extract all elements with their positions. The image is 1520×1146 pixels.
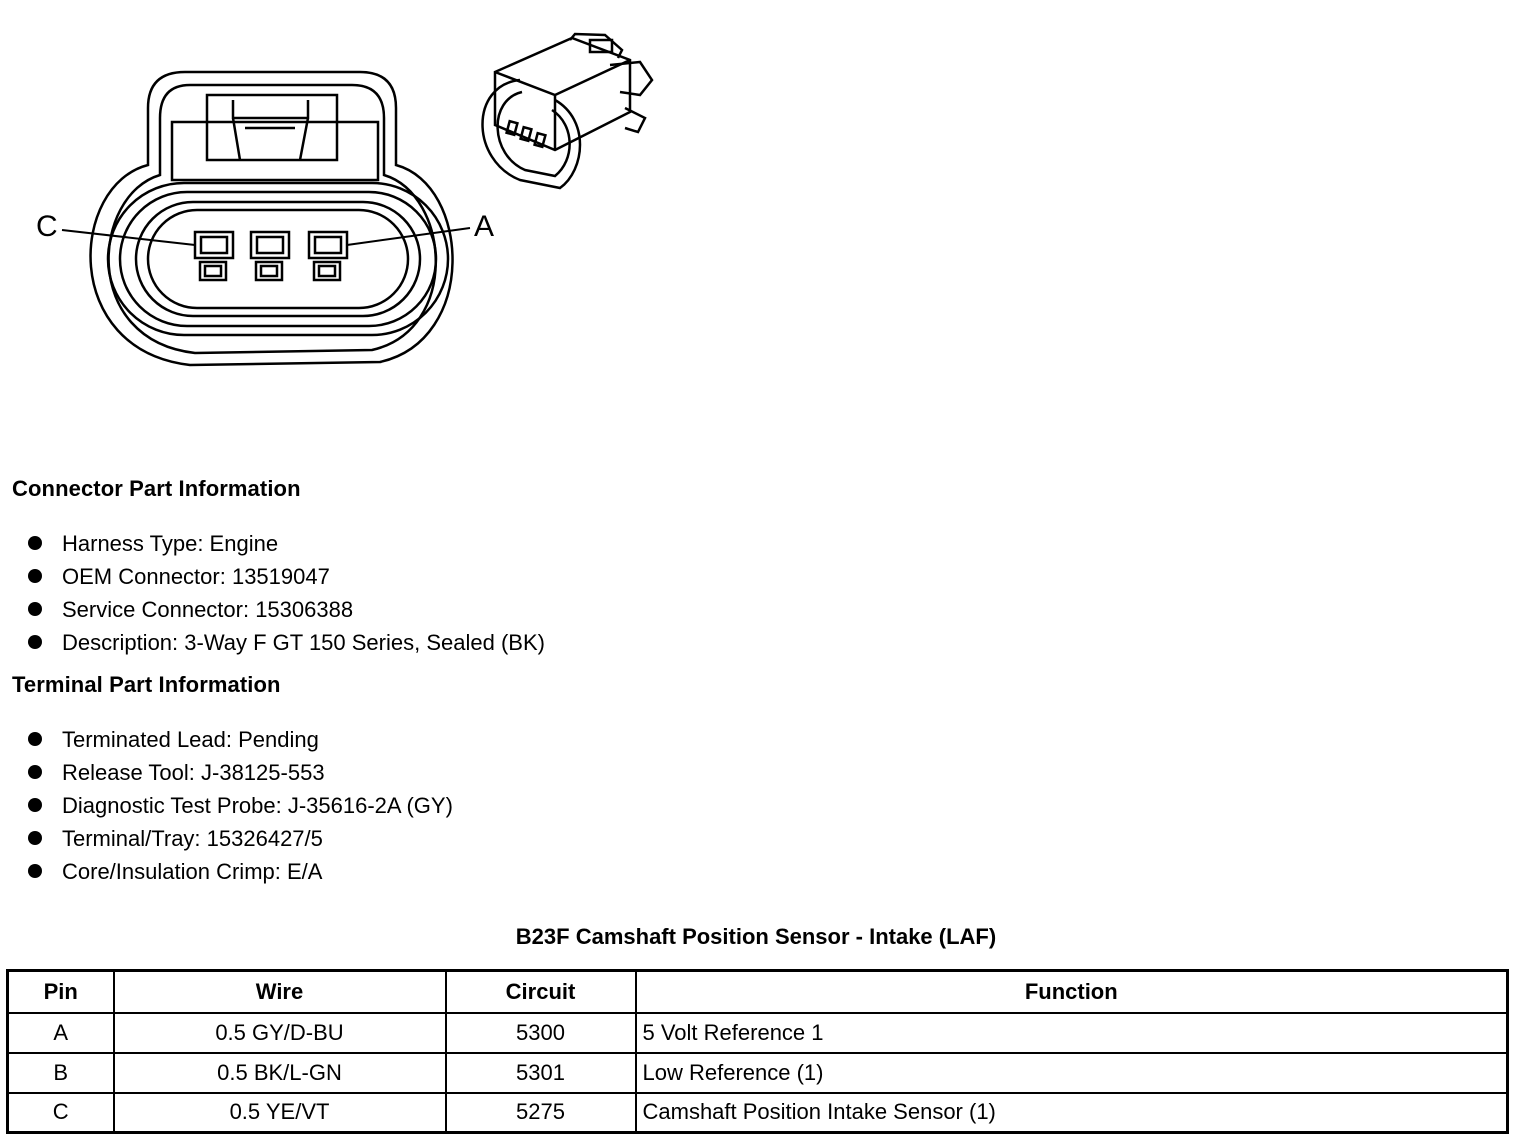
connector-info-heading: Connector Part Information bbox=[12, 476, 301, 501]
list-item-text: Diagnostic Test Probe: J-35616-2A (GY) bbox=[62, 793, 453, 818]
pin-cell: A bbox=[6, 1011, 115, 1054]
bullet-icon bbox=[28, 569, 42, 584]
bullet-icon bbox=[28, 798, 42, 813]
list-item-text: Terminated Lead: Pending bbox=[62, 727, 319, 752]
connector-info-list: Harness Type: Engine OEM Connector: 1351… bbox=[28, 527, 545, 659]
callout-label-a: A bbox=[474, 210, 494, 243]
callout-leader-a bbox=[346, 227, 471, 246]
circuit-cell: 5301 bbox=[444, 1051, 637, 1094]
terminal-cavity-a bbox=[307, 230, 349, 282]
table-row: C 0.5 YE/VT 5275 Camshaft Position Intak… bbox=[6, 1091, 1509, 1134]
bullet-icon bbox=[28, 765, 42, 780]
seal-ring-middle bbox=[118, 190, 438, 328]
bullet-icon bbox=[28, 602, 42, 617]
function-cell: 5 Volt Reference 1 bbox=[634, 1011, 1509, 1054]
column-header-wire: Wire bbox=[112, 969, 447, 1014]
list-item: Release Tool: J-38125-553 bbox=[28, 756, 453, 789]
function-cell: Camshaft Position Intake Sensor (1) bbox=[634, 1091, 1509, 1134]
terminal-info-list: Terminated Lead: Pending Release Tool: J… bbox=[28, 723, 453, 888]
function-cell: Low Reference (1) bbox=[634, 1051, 1509, 1094]
wire-cell: 0.5 GY/D-BU bbox=[112, 1011, 447, 1054]
terminal-cavity-c bbox=[193, 230, 235, 282]
connector-face-view bbox=[61, 70, 471, 367]
latch-frame bbox=[205, 93, 339, 162]
connector-outer-housing bbox=[89, 70, 454, 367]
list-item: Diagnostic Test Probe: J-35616-2A (GY) bbox=[28, 789, 453, 822]
callout-leader-c bbox=[61, 229, 196, 246]
circuit-cell: 5300 bbox=[444, 1011, 637, 1054]
bullet-icon bbox=[28, 831, 42, 846]
bullet-icon bbox=[28, 864, 42, 879]
table-header-row: Pin Wire Circuit Function bbox=[6, 969, 1509, 1014]
list-item: Harness Type: Engine bbox=[28, 527, 545, 560]
pinout-table-title: B23F Camshaft Position Sensor - Intake (… bbox=[515, 924, 997, 949]
list-item: Terminated Lead: Pending bbox=[28, 723, 453, 756]
column-header-circuit: Circuit bbox=[444, 969, 637, 1014]
list-item-text: Description: 3-Way F GT 150 Series, Seal… bbox=[62, 630, 545, 655]
latch-outer bbox=[170, 120, 380, 182]
list-item: Terminal/Tray: 15326427/5 bbox=[28, 822, 453, 855]
list-item-text: Release Tool: J-38125-553 bbox=[62, 760, 325, 785]
seal-ring-inner bbox=[134, 200, 422, 318]
latch-tab bbox=[231, 100, 310, 161]
pinout-table: Pin Wire Circuit Function A 0.5 GY/D-BU … bbox=[6, 969, 1509, 1134]
list-item-text: Harness Type: Engine bbox=[62, 531, 279, 556]
list-item: Core/Insulation Crimp: E/A bbox=[28, 855, 453, 888]
circuit-cell: 5275 bbox=[444, 1091, 637, 1134]
bullet-icon bbox=[28, 732, 42, 747]
list-item-text: OEM Connector: 13519047 bbox=[62, 564, 330, 589]
table-row: B 0.5 BK/L-GN 5301 Low Reference (1) bbox=[6, 1051, 1509, 1094]
list-item: Service Connector: 15306388 bbox=[28, 593, 545, 626]
list-item-text: Service Connector: 15306388 bbox=[62, 597, 354, 622]
list-item: OEM Connector: 13519047 bbox=[28, 560, 545, 593]
column-header-pin: Pin bbox=[6, 969, 115, 1014]
connector-isometric-view bbox=[481, 32, 654, 190]
bullet-icon bbox=[28, 536, 42, 551]
seal-ring-outer bbox=[106, 181, 450, 337]
terminal-info-heading: Terminal Part Information bbox=[12, 672, 281, 697]
list-item-text: Terminal/Tray: 15326427/5 bbox=[62, 826, 323, 851]
list-item: Description: 3-Way F GT 150 Series, Seal… bbox=[28, 626, 545, 659]
wire-cell: 0.5 BK/L-GN bbox=[112, 1051, 447, 1094]
bullet-icon bbox=[28, 635, 42, 650]
terminal-cavity-b bbox=[249, 230, 291, 282]
pin-cell: B bbox=[6, 1051, 115, 1094]
callout-label-c: C bbox=[36, 210, 58, 243]
table-row: A 0.5 GY/D-BU 5300 5 Volt Reference 1 bbox=[6, 1011, 1509, 1054]
seal-ring-core bbox=[146, 208, 410, 310]
wire-cell: 0.5 YE/VT bbox=[112, 1091, 447, 1134]
list-item-text: Core/Insulation Crimp: E/A bbox=[62, 859, 323, 884]
column-header-function: Function bbox=[634, 969, 1509, 1014]
pin-cell: C bbox=[6, 1091, 115, 1134]
connector-diagram: C A bbox=[36, 32, 654, 367]
